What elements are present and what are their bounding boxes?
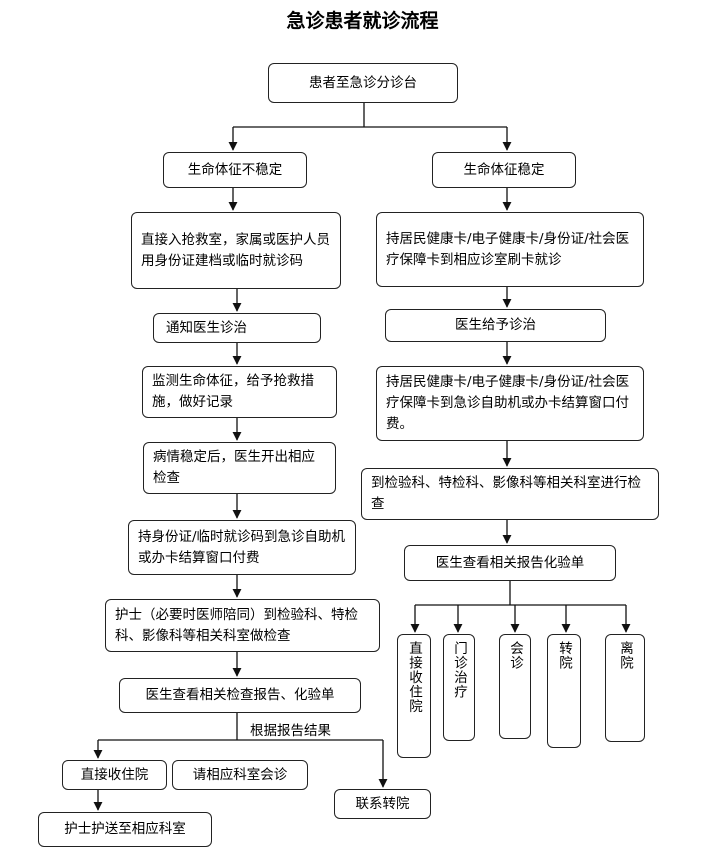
stable-outcome-consult: 会诊 [499,634,531,739]
unstable-step-4-text: 病情稳定后，医生开出相应检查 [153,449,315,486]
start-text: 患者至急诊分诊台 [309,74,417,91]
stable-step-3: 持居民健康卡/电子健康卡/身份证/社会医疗保障卡到急诊自助机或办卡结算窗口付费。 [376,366,644,441]
outcome-admit-box: 直接收住院 [62,760,167,790]
stable-outcome-transfer: 转院 [547,634,581,748]
stable-outcome-discharge-text: 离院 [617,641,633,670]
outcome-admit-text: 直接收住院 [80,766,149,783]
outcome-consult-box: 请相应科室会诊 [172,760,308,790]
unstable-step-4: 病情稳定后，医生开出相应检查 [143,442,336,494]
stable-outcome-outpatient: 门诊治疗 [443,634,475,741]
stable-outcome-consult-text: 会诊 [507,641,523,670]
branch-label: 根据报告结果 [250,723,331,739]
stable-step-3-text: 持居民健康卡/电子健康卡/身份证/社会医疗保障卡到急诊自助机或办卡结算窗口付费。 [386,374,630,432]
unstable-head-text: 生命体征不稳定 [187,161,283,178]
stable-step-4-text: 到检验科、特检科、影像科等相关科室进行检查 [371,475,641,512]
outcome-escort-text: 护士护送至相应科室 [64,821,186,837]
stable-step-2: 医生给予诊治 [385,309,606,342]
page-title: 急诊患者就诊流程 [286,10,439,32]
unstable-step-1: 直接入抢救室，家属或医护人员用身份证建档或临时就诊码 [131,212,341,289]
unstable-step-3-text: 监测生命体征，给予抢救措施，做好记录 [152,373,314,410]
unstable-step-5-text: 持身份证/临时就诊码到急诊自助机或办卡结算窗口付费 [138,528,346,566]
unstable-step-7: 医生查看相关检查报告、化验单 [119,678,361,713]
unstable-step-7-text: 医生查看相关检查报告、化验单 [145,687,335,703]
outcome-transfer-box: 联系转院 [334,789,431,819]
stable-head-box: 生命体征稳定 [432,152,576,188]
unstable-step-1-text: 直接入抢救室，家属或医护人员用身份证建档或临时就诊码 [141,231,330,269]
stable-outcome-admit-text: 直接收住院 [406,641,422,714]
unstable-step-2-text: 通知医生诊治 [166,319,247,336]
stable-step-1-text: 持居民健康卡/电子健康卡/身份证/社会医疗保障卡到相应诊室刷卡就诊 [386,230,630,268]
unstable-head-box: 生命体征不稳定 [163,152,307,188]
start-box: 患者至急诊分诊台 [268,63,458,103]
outcome-consult-text: 请相应科室会诊 [192,766,288,783]
unstable-step-5: 持身份证/临时就诊码到急诊自助机或办卡结算窗口付费 [128,520,356,575]
unstable-step-6-text: 护士（必要时医师陪同）到检验科、特检科、影像科等相关科室做检查 [115,606,358,644]
stable-head-text: 生命体征稳定 [463,161,545,178]
stable-step-2-text: 医生给予诊治 [455,317,536,333]
unstable-step-2: 通知医生诊治 [153,313,321,343]
unstable-step-3: 监测生命体征，给予抢救措施，做好记录 [142,366,337,418]
stable-step-5-text: 医生查看相关报告化验单 [435,554,585,571]
stable-outcome-admit: 直接收住院 [397,634,431,758]
outcome-transfer-text: 联系转院 [355,795,410,812]
stable-step-5: 医生查看相关报告化验单 [404,545,616,581]
stable-outcome-transfer-text: 转院 [556,641,572,670]
unstable-step-6: 护士（必要时医师陪同）到检验科、特检科、影像科等相关科室做检查 [105,599,380,652]
stable-outcome-outpatient-text: 门诊治疗 [451,641,467,699]
stable-step-1: 持居民健康卡/电子健康卡/身份证/社会医疗保障卡到相应诊室刷卡就诊 [376,212,644,287]
outcome-escort-box: 护士护送至相应科室 [38,812,212,847]
stable-step-4: 到检验科、特检科、影像科等相关科室进行检查 [361,468,659,520]
stable-outcome-discharge: 离院 [605,634,645,742]
